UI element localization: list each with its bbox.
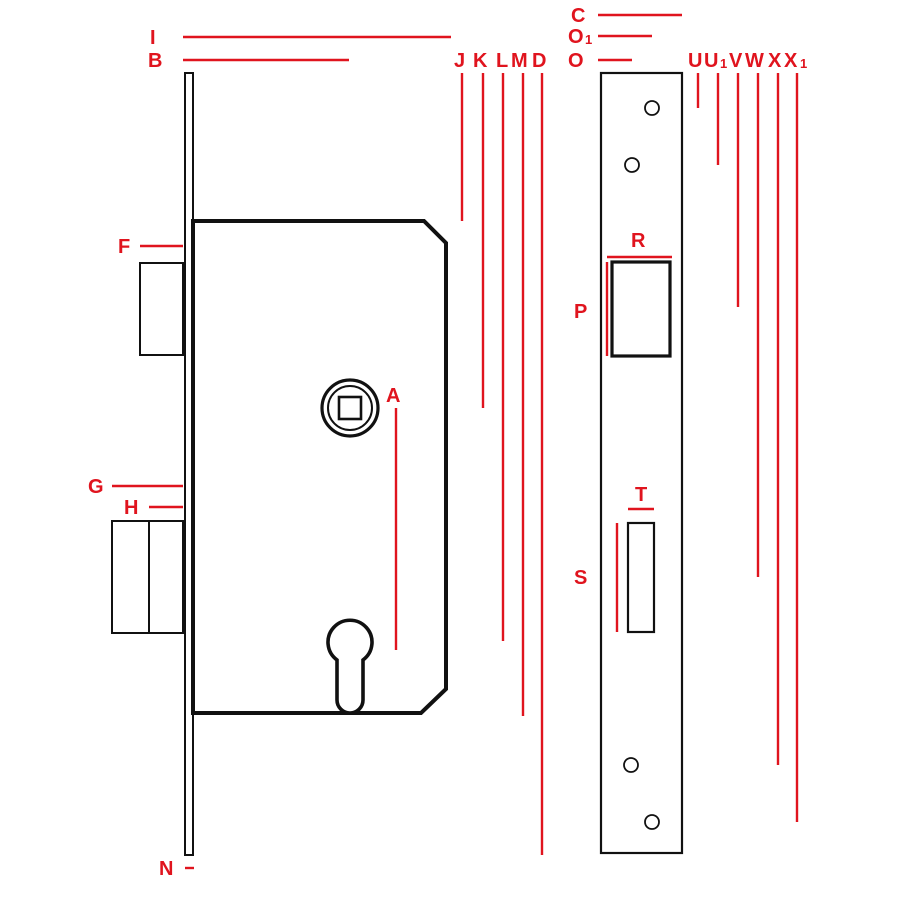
label-P: P bbox=[574, 301, 587, 323]
label-H: H bbox=[124, 497, 138, 519]
label-N: N bbox=[159, 858, 173, 880]
label-U1-subscript: 1 bbox=[720, 56, 727, 71]
label-U1: U bbox=[704, 50, 718, 72]
dead-bolt-outer bbox=[111, 520, 150, 634]
label-O1-subscript: 1 bbox=[585, 32, 592, 47]
label-W: W bbox=[745, 50, 764, 72]
label-F: F bbox=[118, 236, 130, 258]
label-X: X bbox=[768, 50, 782, 72]
label-R: R bbox=[631, 230, 646, 252]
label-I: I bbox=[150, 27, 156, 49]
label-J: J bbox=[454, 50, 465, 72]
label-V: V bbox=[729, 50, 743, 72]
cylinder-keyhole bbox=[326, 618, 374, 715]
label-D: D bbox=[532, 50, 546, 72]
lock-case bbox=[191, 219, 448, 715]
label-K: K bbox=[473, 50, 488, 72]
deadbolt-opening bbox=[626, 521, 656, 634]
faceplate-front-view bbox=[599, 71, 684, 855]
label-X1: X bbox=[784, 50, 798, 72]
label-M: M bbox=[511, 50, 528, 72]
label-L: L bbox=[496, 50, 508, 72]
label-C: C bbox=[571, 5, 585, 27]
label-X1-subscript: 1 bbox=[800, 56, 807, 71]
screw-hole-bottom-1 bbox=[623, 757, 639, 773]
label-G: G bbox=[88, 476, 104, 498]
dimension-lines bbox=[112, 13, 799, 870]
screw-hole-bottom-2 bbox=[644, 814, 660, 830]
label-U: U bbox=[688, 50, 702, 72]
label-O1: O bbox=[568, 26, 584, 48]
latch-opening bbox=[610, 260, 672, 358]
screw-hole-top-2 bbox=[624, 157, 640, 173]
label-B: B bbox=[148, 50, 162, 72]
latch-bolt bbox=[139, 262, 184, 356]
label-A: A bbox=[386, 385, 400, 407]
label-T: T bbox=[635, 484, 647, 506]
faceplate bbox=[599, 71, 684, 855]
square-spindle-hole bbox=[337, 395, 363, 421]
dead-bolt-inner bbox=[148, 520, 184, 634]
lock-side-view bbox=[111, 72, 448, 856]
dimension-labels: I B J K L M D C O 1 O U U 1 V W X X 1 F … bbox=[88, 5, 807, 880]
label-S: S bbox=[574, 567, 587, 589]
label-O: O bbox=[568, 50, 584, 72]
screw-hole-top-1 bbox=[644, 100, 660, 116]
